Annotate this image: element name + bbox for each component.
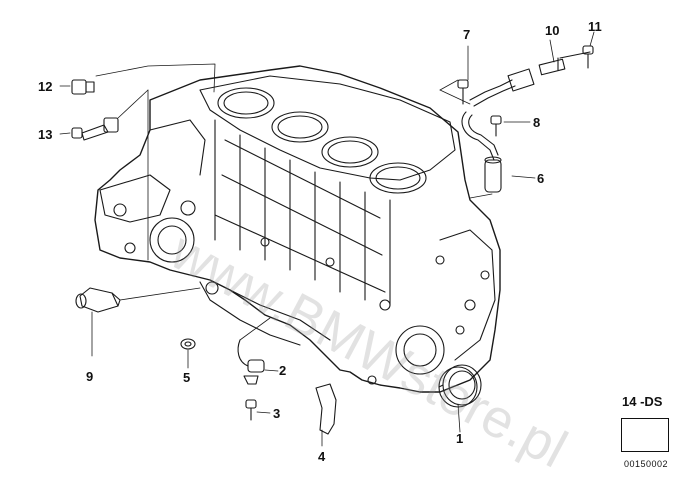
oil-pressure-switch [75,287,121,313]
bolt-3 [245,399,257,421]
callout-8[interactable]: 8 [533,115,541,130]
engine-block [94,65,501,393]
callout-7[interactable]: 7 [463,27,471,42]
diagram-number: 00150002 [624,459,669,469]
callout-2[interactable]: 2 [279,363,287,378]
callout-3[interactable]: 3 [273,406,281,421]
leader-lines [59,31,595,447]
callout-13[interactable]: 13 [38,127,53,142]
callout-4[interactable]: 4 [318,449,326,464]
screw-plug-12 [71,79,95,95]
callout-9[interactable]: 9 [86,369,94,384]
callout-10[interactable]: 10 [545,23,560,38]
sensor-bracket-assembly [457,45,594,193]
callout-1[interactable]: 1 [456,431,464,446]
section-code: 14 -DS [622,394,663,409]
callout-11[interactable]: 11 [588,19,602,34]
callout-6[interactable]: 6 [537,171,545,186]
callout-12[interactable]: 12 [38,79,53,94]
crank-sensor [237,339,265,385]
callout-5[interactable]: 5 [183,370,191,385]
next-diagram-button[interactable] [621,418,669,452]
connection-nipple-13 [71,117,119,141]
seal-ring-5 [180,338,196,350]
bracket-4 [315,383,337,435]
